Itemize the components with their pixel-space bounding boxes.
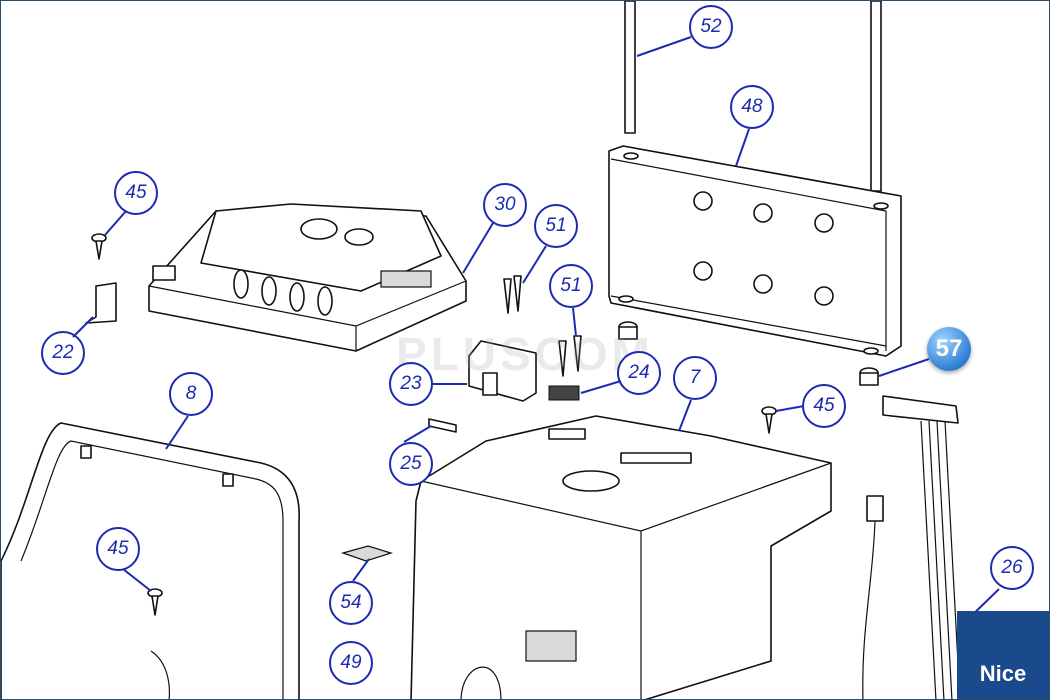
callout-22: 22	[41, 331, 85, 375]
callout-24: 24	[617, 351, 661, 395]
part-54-label	[340, 545, 394, 562]
callout-52: 52	[689, 5, 733, 49]
callout-48: 48	[730, 85, 774, 129]
callout-26: 26	[990, 546, 1034, 590]
callout-51: 51	[534, 204, 578, 248]
callout-25: 25	[389, 442, 433, 486]
part-57-grommet	[618, 321, 879, 386]
part-22-clip	[85, 282, 117, 324]
part-45-screw-c	[761, 406, 777, 434]
callout-54: 54	[329, 581, 373, 625]
callout-8: 8	[169, 372, 213, 416]
part-26-cable	[862, 395, 961, 699]
part-8-cover	[1, 422, 300, 699]
part-23-connector	[468, 340, 537, 402]
callout-45: 45	[114, 171, 158, 215]
callout-7: 7	[673, 356, 717, 400]
part-30-control-board	[148, 203, 467, 352]
part-48-bracket	[608, 145, 902, 357]
callout-45: 45	[96, 527, 140, 571]
callout-23: 23	[389, 362, 433, 406]
callout-57-highlighted: 57	[927, 327, 971, 371]
brand-logo: Nice	[957, 611, 1049, 699]
callout-30: 30	[483, 183, 527, 227]
callout-51: 51	[549, 264, 593, 308]
part-7-housing	[410, 415, 832, 699]
part-25-pin	[428, 418, 457, 433]
part-45-screw-a	[91, 233, 107, 260]
callout-45: 45	[802, 384, 846, 428]
watermark: PLUSCOM	[396, 328, 654, 380]
callout-49: 49	[329, 641, 373, 685]
part-24-switch	[548, 385, 580, 401]
part-51-screws	[503, 275, 582, 377]
